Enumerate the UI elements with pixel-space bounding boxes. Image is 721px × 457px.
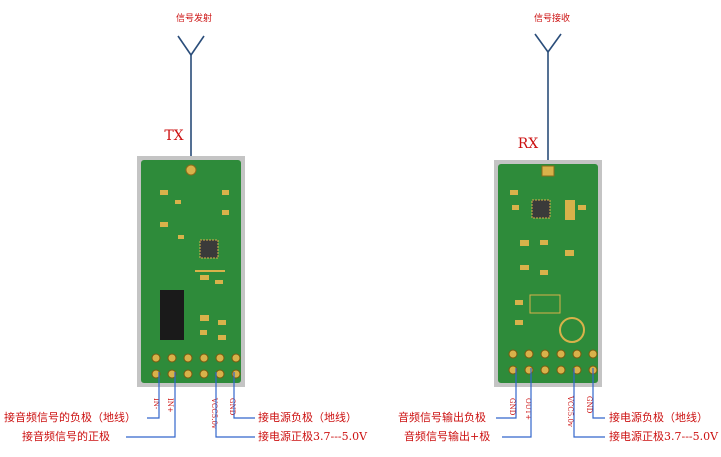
rx-module: 信号接收 RX GND OUT+ VCC5.0v GND: [398, 12, 719, 443]
rx-antenna-icon: [534, 33, 562, 170]
rx-board-label: RX: [518, 136, 539, 152]
tx-wires: [126, 372, 255, 438]
tx-callout-audio-positive: 接音频信号的正极: [22, 429, 110, 443]
tx-module: 信号发射 TX IN- IN+ VCC5.0v GND: [4, 12, 368, 443]
rx-main-chip: [531, 199, 551, 219]
tx-ic: [160, 290, 184, 340]
rx-callout-power-positive: 接电源正极3.7---5.0V: [609, 429, 719, 443]
rx-callout-audio-out-positive: 音频信号输出+极: [404, 429, 490, 443]
rx-antenna-pad: [541, 165, 555, 177]
rx-pin-vcc: VCC5.0v: [566, 395, 574, 427]
rx-antenna-label: 信号接收: [534, 12, 570, 24]
rx-inductor: [559, 317, 585, 343]
tx-callout-power-negative: 接电源负极（地线）: [258, 410, 357, 424]
rx-pin-gnd: GND: [508, 398, 516, 416]
tx-board-label: TX: [164, 128, 183, 144]
rx-components: [510, 190, 586, 325]
tx-antenna-label: 信号发射: [176, 12, 212, 24]
tx-components: [160, 190, 229, 340]
tx-main-chip: [199, 239, 219, 259]
rx-pin-gnd2: GND: [585, 396, 593, 414]
tx-callout-power-positive: 接电源正极3.7---5.0V: [258, 429, 368, 443]
tx-pin-header: [151, 353, 241, 379]
tx-pin-gnd: GND: [228, 398, 236, 416]
rx-callout-power-negative: 接电源负极（地线）: [609, 410, 708, 424]
tx-callout-audio-negative: 接音频信号的负极（地线）: [4, 410, 136, 424]
tx-antenna-icon: [177, 35, 205, 170]
tx-pin-in-plus: IN+: [166, 398, 174, 413]
rx-pin-out-plus: OUT+: [524, 398, 532, 420]
tx-pin-vcc: VCC5.0v: [210, 397, 218, 429]
rx-callout-audio-out-negative: 音频信号输出负极: [398, 410, 486, 424]
rx-wires: [496, 368, 605, 438]
tx-pin-in-minus: IN-: [152, 398, 160, 410]
tx-antenna-pad: [185, 164, 197, 176]
